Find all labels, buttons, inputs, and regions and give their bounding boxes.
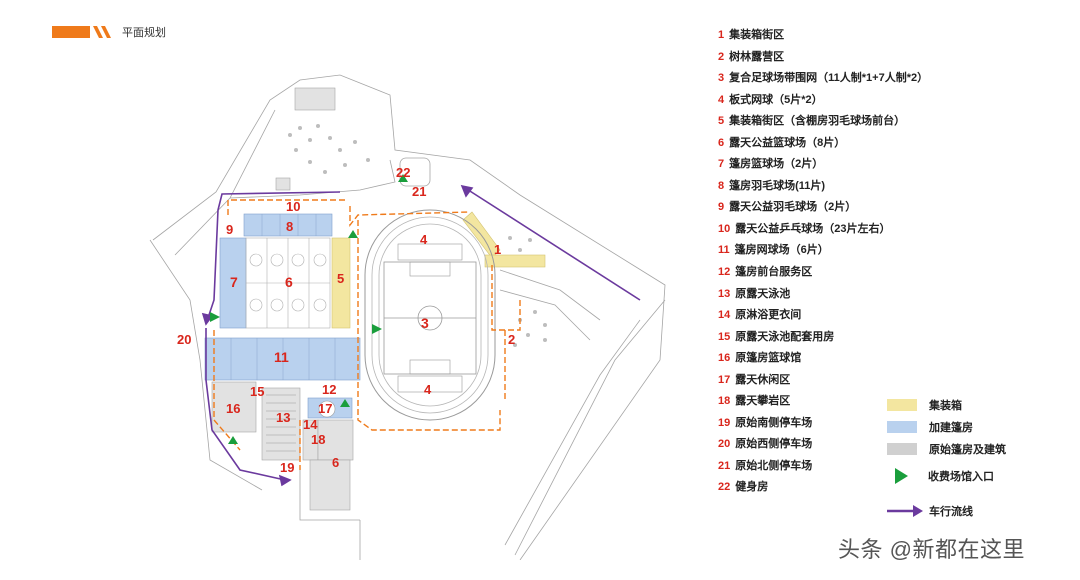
map-label-14: 14: [303, 417, 318, 432]
pool-lanes: [266, 394, 296, 452]
key-traffic: 车行流线: [887, 503, 973, 519]
map-label-12: 12: [322, 382, 336, 397]
map-label-6-courts: 6: [285, 274, 293, 290]
existing-buildings: [211, 87, 354, 511]
walking-routes: [213, 199, 521, 470]
map-label-3: 3: [421, 315, 429, 331]
watermark: 头条 @新都在这里: [838, 537, 1025, 562]
map-label-4-top: 4: [420, 232, 428, 247]
key-existing: 原始篷房及建筑: [887, 441, 1006, 457]
map-label-21: 21: [412, 184, 426, 199]
entrance-triangle-icon: [895, 468, 908, 484]
map-label-4-bottom: 4: [424, 382, 432, 397]
tent-swatch: [887, 421, 917, 433]
map-label-19: 19: [280, 460, 294, 475]
map-label-13: 13: [276, 410, 290, 425]
stadium-track: [364, 209, 496, 421]
map-label-18: 18: [311, 432, 325, 447]
map-label-17: 17: [318, 401, 332, 416]
map-label-9: 9: [226, 222, 233, 237]
header-bars-icon: [52, 26, 111, 38]
entrance-markers: [210, 174, 408, 444]
map-label-11: 11: [274, 349, 289, 365]
map-label-10: 10: [286, 199, 300, 214]
map-label-20: 20: [177, 332, 191, 347]
site-outline: [149, 74, 666, 560]
site-plan: 1 2 3 4 4 5 6 6 7 8 9 10 11 12 13 14 15 …: [149, 74, 666, 560]
tent-court-lines: [230, 214, 336, 380]
container-swatch: [887, 399, 917, 411]
outdoor-courts: [245, 237, 331, 329]
vehicle-routes: [201, 184, 641, 487]
area-labels: 1 2 3 4 4 5 6 6 7 8 9 10 11 12 13 14 15 …: [177, 165, 515, 475]
page-title: 平面规划: [122, 27, 166, 39]
map-label-15: 15: [250, 384, 264, 399]
key-entrance: 收费场馆入口: [887, 468, 994, 484]
entrance-icon: [210, 312, 220, 322]
key-container: 集装箱: [887, 397, 962, 413]
entrance-icon: [340, 399, 350, 407]
map-label-6-south: 6: [332, 455, 339, 470]
entrance-icon: [348, 230, 358, 238]
key-tent: 加建篷房: [887, 419, 973, 435]
map-label-16: 16: [226, 401, 240, 416]
containers: [331, 211, 546, 329]
entrance-icon: [228, 436, 238, 444]
map-label-8: 8: [286, 219, 293, 234]
trees: [288, 124, 547, 347]
map-label-7: 7: [230, 274, 238, 290]
map-label-1: 1: [494, 242, 501, 257]
map-label-5: 5: [337, 271, 344, 286]
purple-arrow-icon: [887, 505, 923, 517]
existing-swatch: [887, 443, 917, 455]
entrance-icon: [398, 174, 408, 182]
entrance-icon: [372, 324, 382, 334]
section-header: 平面规划: [52, 25, 166, 39]
map-label-2: 2: [508, 332, 515, 347]
map-label-22: 22: [396, 165, 410, 180]
